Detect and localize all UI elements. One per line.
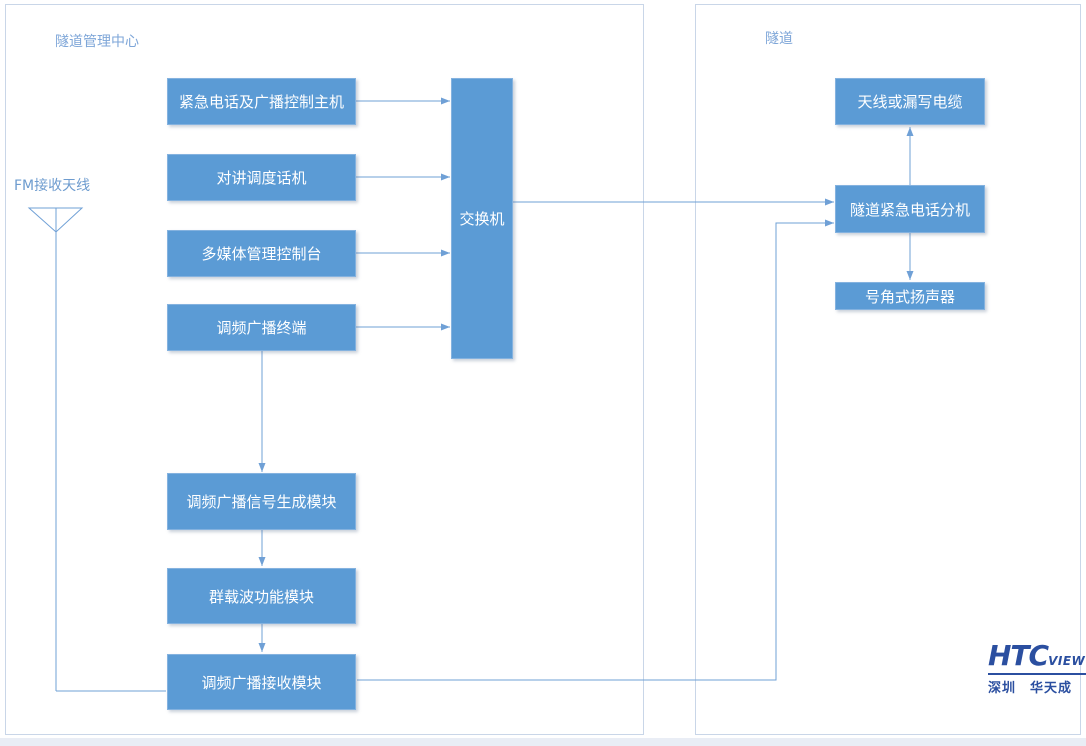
- node-horn-speaker: 号角式扬声器: [835, 282, 985, 310]
- connector-fm-receiver-to-tunnel-phone-extension: [357, 219, 834, 681]
- tunnel-management-center-container: [5, 4, 644, 735]
- node-intercom-phone: 对讲调度话机: [167, 154, 356, 201]
- node-fm-terminal: 调频广播终端: [167, 304, 356, 351]
- bottom-edge-strip: [0, 738, 1086, 746]
- node-multimedia-console: 多媒体管理控制台: [167, 230, 356, 277]
- node-tunnel-phone-extension: 隧道紧急电话分机: [835, 185, 985, 233]
- logo-brand: HTC: [988, 639, 1049, 672]
- fm-antenna-icon: [27, 207, 84, 691]
- node-fm-signal-generator: 调频广播信号生成模块: [167, 473, 356, 530]
- node-carrier-module: 群载波功能模块: [167, 568, 356, 624]
- node-emergency-host: 紧急电话及广播控制主机: [167, 78, 356, 125]
- node-switch: 交换机: [451, 78, 513, 359]
- tunnel-management-center-label: 隧道管理中心: [55, 34, 139, 50]
- logo-brand-suffix: VIEW: [1048, 654, 1086, 668]
- htcview-logo: HTCVIEW 深圳 华天成: [988, 642, 1086, 696]
- logo-wordmark: HTCVIEW: [988, 642, 1086, 675]
- node-fm-receiver: 调频广播接收模块: [167, 654, 356, 710]
- fm-antenna-label: FM接收天线: [14, 178, 91, 194]
- logo-subtitle: 深圳 华天成: [988, 681, 1073, 696]
- tunnel-container: [695, 4, 1081, 735]
- tunnel-label: 隧道: [765, 31, 793, 47]
- node-antenna-or-leaky-cable: 天线或漏写电缆: [835, 78, 985, 125]
